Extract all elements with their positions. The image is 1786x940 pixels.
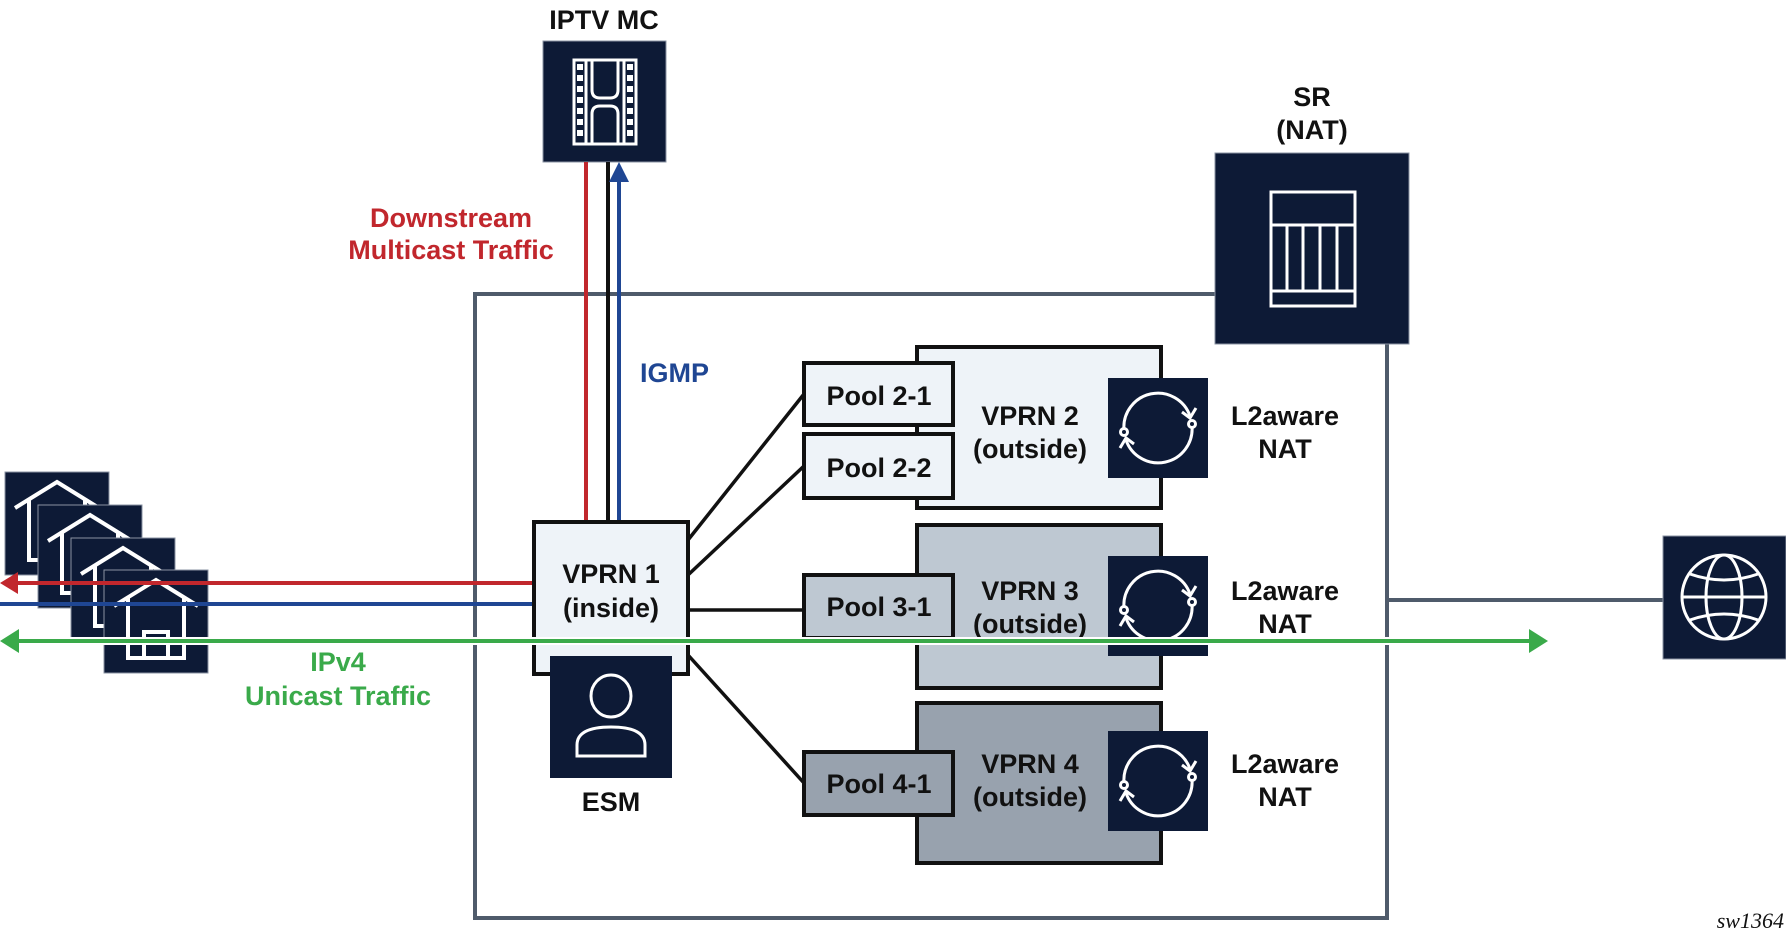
igmp-arrowhead	[609, 162, 629, 182]
nat3-label-line1: L2aware	[1231, 576, 1339, 606]
downstream-label-line2: Multicast Traffic	[348, 235, 554, 265]
pool-2-2-label: Pool 2-2	[826, 453, 931, 483]
house-icon	[103, 569, 209, 674]
esm-node[interactable]	[550, 656, 672, 778]
vprn1-box[interactable]	[532, 520, 690, 676]
pool-2-2-box[interactable]	[802, 432, 955, 500]
sr-label: SR	[1293, 82, 1331, 112]
vprn3-label-line2: (outside)	[973, 609, 1087, 639]
refresh-cycle-icon	[1118, 391, 1198, 465]
user-icon	[575, 673, 647, 758]
vprn2-label-line1: VPRN 2	[981, 401, 1079, 431]
pool-4-1-box[interactable]	[802, 750, 955, 817]
downstream-arrowhead	[0, 572, 18, 594]
unicast-label-line2: Unicast Traffic	[245, 681, 431, 711]
nat-icon-vprn4	[1108, 731, 1208, 831]
esm-label: ESM	[582, 787, 641, 817]
downstream-label-line1: Downstream	[370, 203, 532, 233]
vprn1-pool-links	[686, 392, 806, 785]
vprn3-label-line1: VPRN 3	[981, 576, 1079, 606]
unicast-label-line1: IPv4	[310, 647, 366, 677]
router-chassis-icon	[1269, 190, 1357, 308]
iptv-label: IPTV MC	[549, 5, 659, 35]
pool-2-1-label: Pool 2-1	[826, 381, 931, 411]
vprn4-label-line1: VPRN 4	[981, 749, 1079, 779]
nat4-label-line1: L2aware	[1231, 749, 1339, 779]
film-strip-icon	[572, 58, 638, 146]
sr-router[interactable]	[1214, 152, 1410, 345]
pool-3-1-label: Pool 3-1	[826, 592, 931, 622]
vprn4-label-line2: (outside)	[973, 782, 1087, 812]
sr-sublabel: (NAT)	[1276, 115, 1347, 145]
nat4-label-line2: NAT	[1258, 782, 1312, 812]
unicast-arrowhead-left	[0, 629, 19, 653]
nat2-label-line1: L2aware	[1231, 401, 1339, 431]
pool-2-1-box[interactable]	[802, 361, 955, 427]
nat3-label-line2: NAT	[1258, 609, 1312, 639]
figure-id: sw1364	[1717, 908, 1784, 933]
nat-icon-vprn2	[1108, 378, 1208, 478]
igmp-label: IGMP	[640, 358, 709, 388]
vprn1-label-line1: VPRN 1	[562, 559, 660, 589]
refresh-cycle-icon	[1118, 744, 1198, 818]
home-stack	[4, 471, 209, 674]
pool-4-1-label: Pool 4-1	[826, 769, 931, 799]
vprn2-label-line2: (outside)	[973, 434, 1087, 464]
globe-icon	[1680, 553, 1768, 641]
vprn1-label-line2: (inside)	[563, 593, 659, 623]
internet-node[interactable]	[1662, 535, 1786, 660]
iptv-server[interactable]	[542, 40, 667, 163]
nat2-label-line2: NAT	[1258, 434, 1312, 464]
unicast-arrowhead-right	[1529, 629, 1548, 653]
